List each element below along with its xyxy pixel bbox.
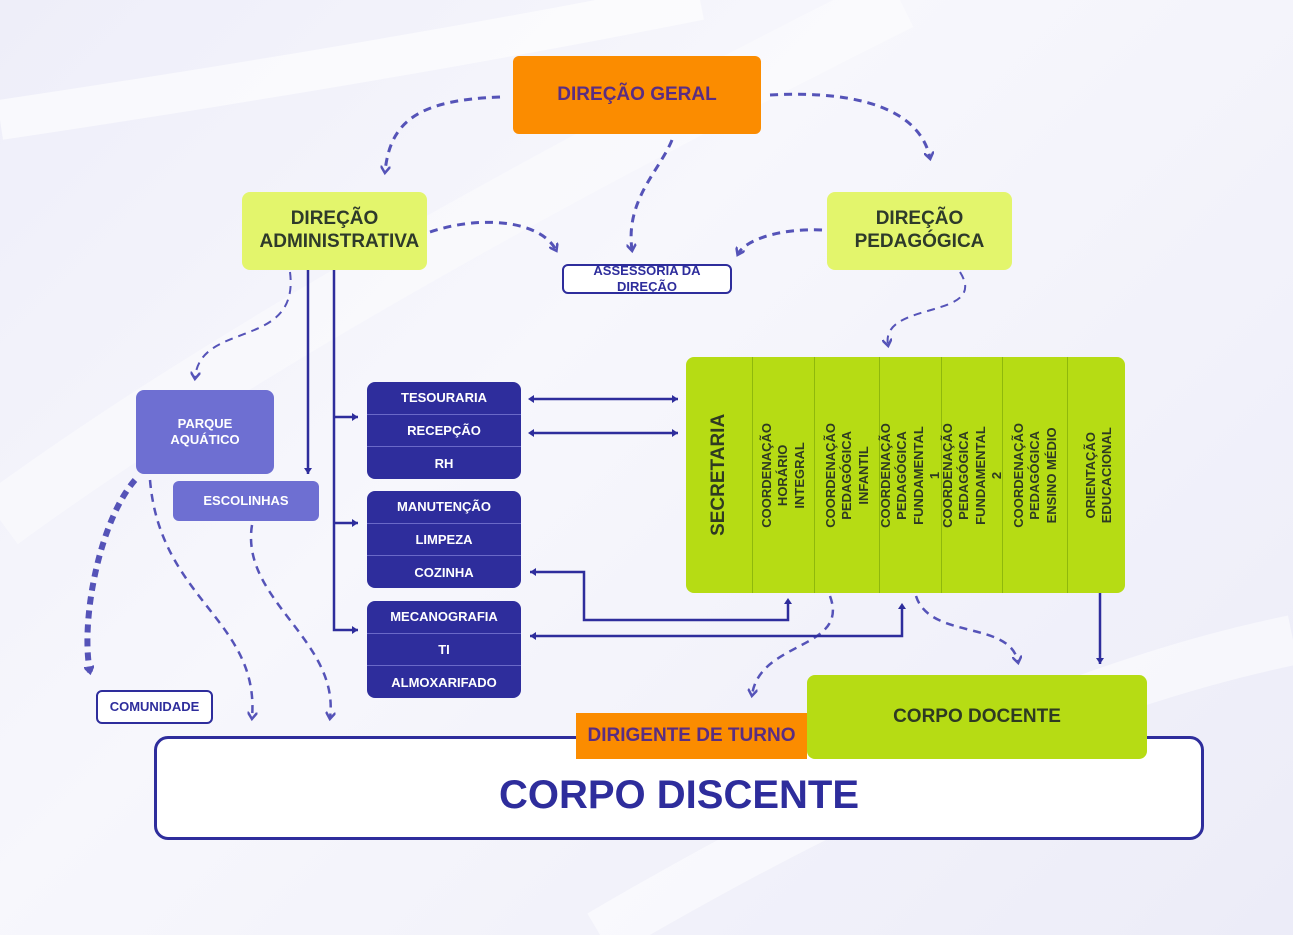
col-fundamental-2: COORDENAÇÃO PEDAGÓGICA FUNDAMENTAL 2 (939, 357, 1004, 593)
col-infantil-label: COORDENAÇÃO PEDAGÓGICA INFANTIL (822, 422, 871, 528)
direcao-pedagogica-box: DIREÇÃO PEDAGÓGICA (827, 192, 1012, 270)
col-secretaria: SECRETARIA (686, 357, 753, 593)
assessoria-box: ASSESSORIA DA DIREÇÃO (562, 263, 732, 294)
stack-item-mecanografia: MECANOGRAFIA (367, 601, 521, 634)
corpo-docente-label: CORPO DOCENTE (893, 705, 1061, 727)
parque-aquatico-label: PARQUE AQUÁTICO (170, 416, 240, 447)
col-horario-integral-label: COORDENAÇÃO HORÁRIO INTEGRAL (759, 422, 807, 528)
direcao-administrativa-label: DIREÇÃO ADMINISTRATIVA (259, 208, 420, 252)
escolinhas-label: ESCOLINHAS (203, 493, 289, 509)
stack-item-cozinha: COZINHA (414, 564, 474, 580)
col-ensino-medio-label: COORDENAÇÃO PEDAGÓGICA ENSINO MÉDIO (1010, 422, 1059, 528)
corpo-docente-box: CORPO DOCENTE (807, 675, 1147, 759)
direcao-pedagogica-label: DIREÇÃO PEDAGÓGICA (854, 208, 985, 252)
col-secretaria-label: SECRETARIA (708, 413, 730, 537)
corpo-discente-label: CORPO DISCENTE (498, 772, 860, 817)
col-ensino-medio: COORDENAÇÃO PEDAGÓGICA ENSINO MÉDIO (1003, 357, 1068, 593)
stack-item-manutencao: MANUTENÇÃO (367, 491, 521, 524)
stack-item-almoxarifado: ALMOXARIFADO (391, 674, 497, 690)
dirigente-de-turno-box: DIRIGENTE DE TURNO (576, 713, 807, 759)
col-orientacao: ORIENTAÇÃO EDUCACIONAL (1068, 357, 1131, 593)
admin-stack-financeiro: TESOURARIA RECEPÇÃO RH (367, 382, 521, 479)
assessoria-label: ASSESSORIA DA DIREÇÃO (593, 263, 701, 294)
direcao-geral-label: DIREÇÃO GERAL (557, 83, 717, 105)
admin-stack-servicos: MANUTENÇÃO LIMPEZA COZINHA (367, 491, 521, 588)
pedagogic-panel: SECRETARIA COORDENAÇÃO HORÁRIO INTEGRAL … (686, 357, 1125, 593)
stack-item-tesouraria: TESOURARIA (367, 382, 521, 415)
stack-item-ti: TI (367, 634, 521, 667)
admin-stack-tecnico: MECANOGRAFIA TI ALMOXARIFADO (367, 601, 521, 698)
direcao-geral-box: DIREÇÃO GERAL (513, 56, 761, 134)
col-fundamental-1: COORDENAÇÃO PEDAGÓGICA FUNDAMENTAL 1 (878, 357, 942, 593)
col-fundamental-2-label: COORDENAÇÃO PEDAGÓGICA FUNDAMENTAL 2 (939, 422, 1004, 528)
direcao-administrativa-box: DIREÇÃO ADMINISTRATIVA (242, 192, 427, 270)
stack-item-recepcao: RECEPÇÃO (367, 415, 521, 448)
comunidade-box: COMUNIDADE (96, 690, 213, 724)
dirigente-de-turno-label: DIRIGENTE DE TURNO (587, 724, 796, 746)
stack-item-rh: RH (434, 455, 454, 471)
stack-item-limpeza: LIMPEZA (367, 524, 521, 557)
parque-aquatico-box: PARQUE AQUÁTICO (136, 390, 274, 474)
col-orientacao-label: ORIENTAÇÃO EDUCACIONAL (1083, 426, 1115, 524)
escolinhas-box: ESCOLINHAS (173, 481, 319, 521)
col-fundamental-1-label: COORDENAÇÃO PEDAGÓGICA FUNDAMENTAL 1 (878, 422, 942, 528)
col-infantil: COORDENAÇÃO PEDAGÓGICA INFANTIL (815, 357, 880, 593)
col-horario-integral: COORDENAÇÃO HORÁRIO INTEGRAL (753, 357, 815, 593)
comunidade-label: COMUNIDADE (109, 699, 200, 715)
